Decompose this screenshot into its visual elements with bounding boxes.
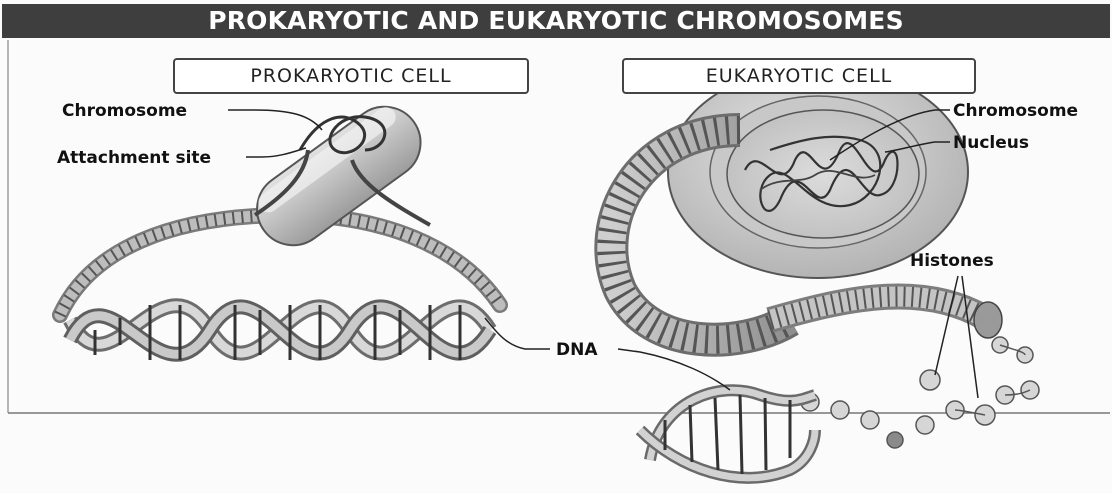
label-histones: Histones bbox=[910, 251, 994, 271]
prokaryotic-cell-heading: PROKARYOTIC CELL bbox=[173, 58, 529, 94]
eukaryotic-cell bbox=[668, 66, 968, 278]
label-dna: DNA bbox=[556, 340, 598, 360]
label-nucleus: Nucleus bbox=[953, 133, 1029, 153]
label-prokaryotic-chromosome: Chromosome bbox=[62, 101, 187, 121]
label-attachment-site: Attachment site bbox=[57, 148, 211, 168]
label-eukaryotic-chromosome: Chromosome bbox=[953, 101, 1078, 121]
page-title: PROKARYOTIC AND EUKARYOTIC CHROMOSOMES bbox=[2, 4, 1110, 38]
eukaryotic-cell-heading: EUKARYOTIC CELL bbox=[622, 58, 976, 94]
